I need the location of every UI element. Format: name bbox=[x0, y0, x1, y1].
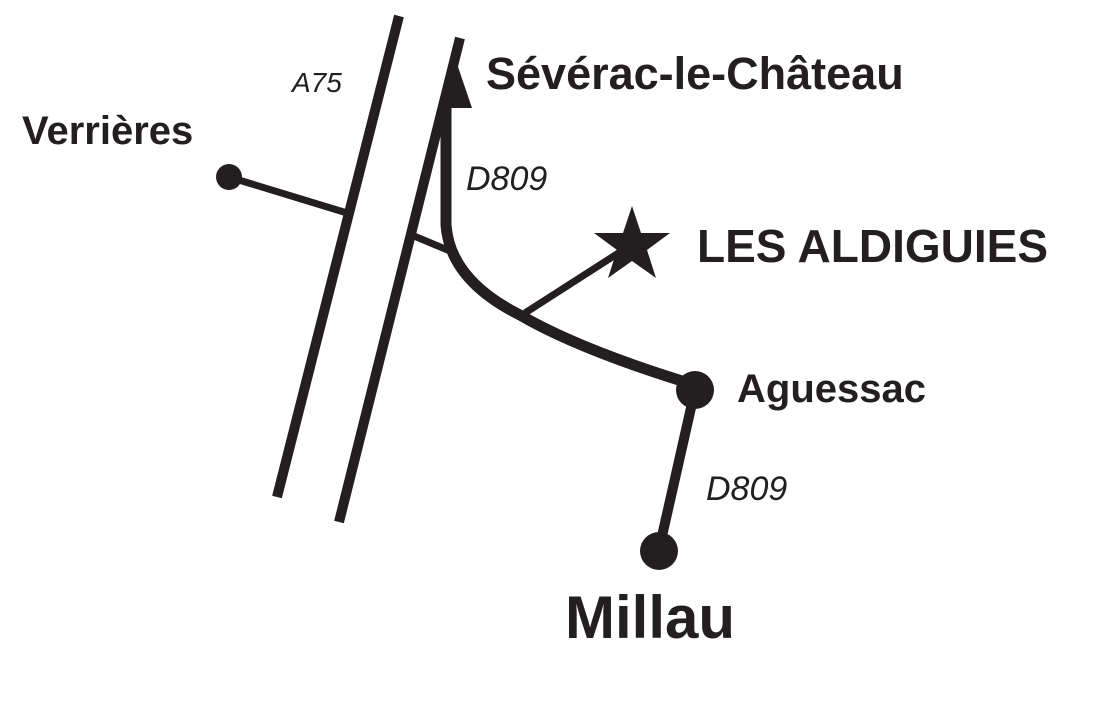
aguessac-dot bbox=[676, 371, 714, 409]
label-aguessac: Aguessac bbox=[737, 367, 926, 411]
parallel-road bbox=[334, 36, 465, 524]
label-millau: Millau bbox=[565, 584, 735, 651]
arrow-north-icon bbox=[438, 58, 472, 108]
d809-road-north bbox=[440, 100, 697, 391]
label-d809-south: D809 bbox=[706, 470, 787, 508]
a75-highway bbox=[272, 14, 404, 499]
verrieres-dot bbox=[216, 164, 242, 190]
millau-dot bbox=[640, 532, 678, 570]
label-d809-north: D809 bbox=[466, 160, 547, 198]
label-verrieres: Verrières bbox=[22, 109, 193, 153]
aldiguies-road bbox=[523, 249, 622, 316]
label-severac: Sévérac-le-Château bbox=[486, 48, 904, 99]
junction-road bbox=[412, 232, 452, 255]
star-icon bbox=[594, 206, 670, 278]
label-les-aldiguies: LES ALDIGUIES bbox=[697, 220, 1048, 272]
d809-road-south bbox=[655, 388, 700, 547]
verrieres-road bbox=[227, 173, 349, 217]
label-a75: A75 bbox=[290, 67, 342, 98]
